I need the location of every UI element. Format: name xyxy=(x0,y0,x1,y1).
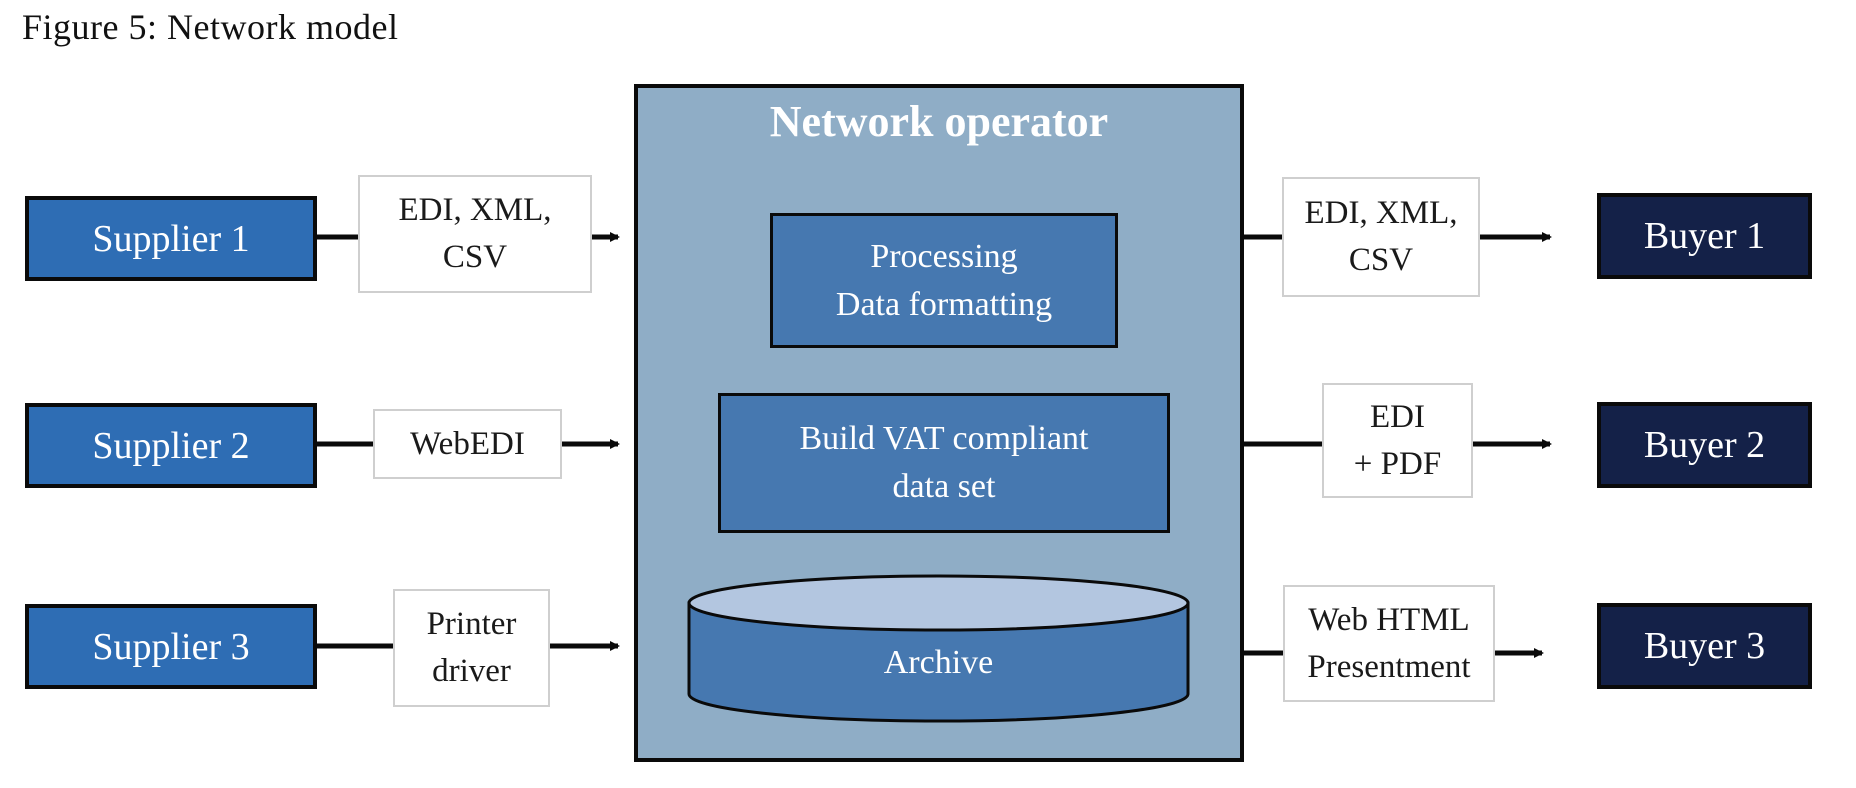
left-channel-2-line-1: WebEDI xyxy=(410,425,525,462)
buyer-2-label: Buyer 2 xyxy=(1643,424,1766,466)
supplier-2-box: Supplier 2 xyxy=(25,403,317,488)
archive-label: Archive xyxy=(883,644,994,681)
right-channel-1-box: EDI, XML, CSV xyxy=(1282,177,1480,297)
buyer-1-label: Buyer 1 xyxy=(1643,215,1766,257)
processing-box: Processing Data formatting xyxy=(770,213,1118,348)
supplier-3-box: Supplier 3 xyxy=(25,604,317,689)
supplier-1-box: Supplier 1 xyxy=(25,196,317,281)
supplier-2-label: Supplier 2 xyxy=(92,424,250,467)
network-operator-title: Network operator xyxy=(769,97,1109,146)
buyer-3-label: Buyer 3 xyxy=(1643,625,1766,667)
right-channel-3-line-2: Presentment xyxy=(1307,648,1471,685)
left-channel-3-line-2: driver xyxy=(432,653,511,689)
right-channel-3-box: Web HTML Presentment xyxy=(1283,585,1495,702)
figure-caption: Figure 5: Network model xyxy=(22,7,399,47)
right-channel-1-line-2: CSV xyxy=(1348,242,1414,278)
left-channel-3-line-1: Printer xyxy=(426,606,517,643)
left-channel-2-box: WebEDI xyxy=(373,409,562,479)
processing-line-1: Processing xyxy=(870,237,1018,275)
left-channel-3-box: Printer driver xyxy=(393,589,550,707)
buyer-2-box: Buyer 2 xyxy=(1597,402,1812,488)
right-channel-2-line-2: + PDF xyxy=(1353,445,1442,482)
right-channel-2-line-1: EDI xyxy=(1370,398,1425,435)
vat-dataset-box: Build VAT compliant data set xyxy=(718,393,1170,533)
right-channel-2-box: EDI + PDF xyxy=(1322,383,1473,498)
left-channel-1-line-1: EDI, XML, xyxy=(398,192,552,229)
supplier-1-label: Supplier 1 xyxy=(92,217,250,260)
buyer-1-box: Buyer 1 xyxy=(1597,193,1812,279)
supplier-3-label: Supplier 3 xyxy=(92,625,250,668)
buyer-3-box: Buyer 3 xyxy=(1597,603,1812,689)
left-channel-1-line-2: CSV xyxy=(442,239,508,275)
vat-line-2: data set xyxy=(892,468,996,505)
right-channel-3-line-1: Web HTML xyxy=(1308,601,1470,638)
right-channel-1-line-1: EDI, XML, xyxy=(1304,195,1458,232)
vat-line-1: Build VAT compliant xyxy=(799,420,1089,458)
processing-line-2: Data formatting xyxy=(835,285,1053,323)
left-channel-1-box: EDI, XML, CSV xyxy=(358,175,592,293)
